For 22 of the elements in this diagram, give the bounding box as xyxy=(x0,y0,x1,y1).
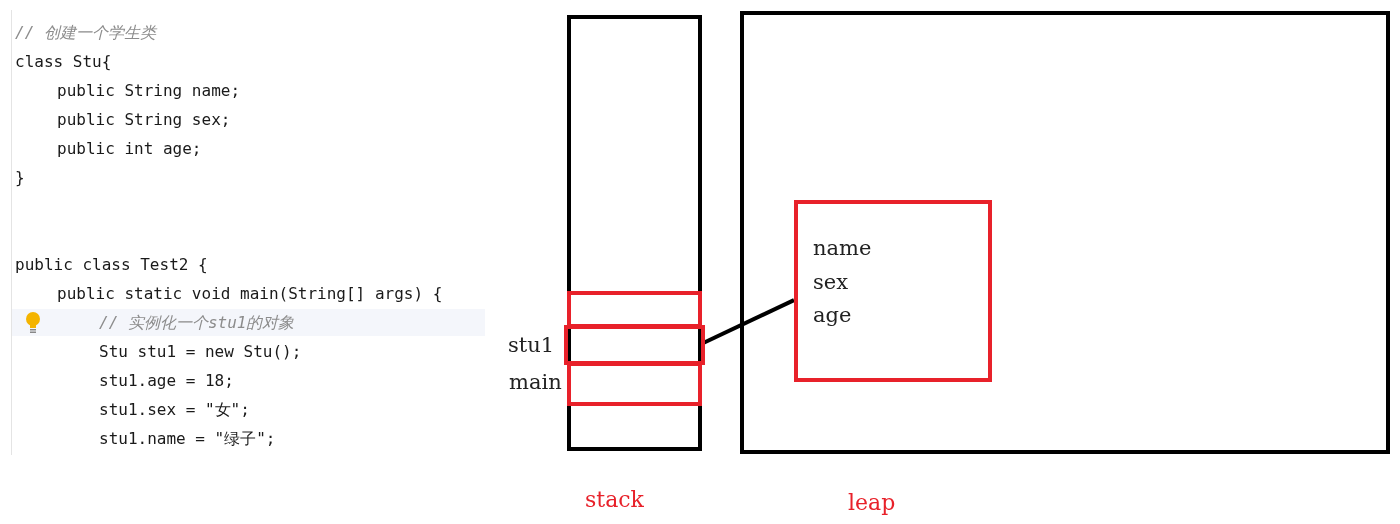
code-line: stu1.age = 18; xyxy=(99,371,234,391)
code-line: public int age; xyxy=(57,139,202,159)
code-line: public class Test2 { xyxy=(15,255,208,275)
code-line: stu1.sex = "女"; xyxy=(99,400,250,420)
code-line: } xyxy=(15,168,25,188)
stack-frame xyxy=(567,291,702,328)
caption-label: leap xyxy=(848,490,896,516)
code-line: class Stu{ xyxy=(15,52,112,72)
code-comment: // 创建一个学生类 xyxy=(15,23,156,43)
variable-label: stu1 xyxy=(508,333,555,357)
code-line: public String sex; xyxy=(57,110,231,130)
code-line: public String name; xyxy=(57,81,241,101)
caption-label: stack xyxy=(585,487,644,513)
code-comment: // 实例化一个stu1的对象 xyxy=(99,313,295,333)
variable-label: main xyxy=(509,370,562,394)
code-line: Stu stu1 = new Stu(); xyxy=(99,342,302,362)
field-name: name xyxy=(813,236,872,260)
code-line: stu1.name = "绿子"; xyxy=(99,429,276,449)
field-name: age xyxy=(813,303,852,327)
field-name: sex xyxy=(813,270,849,294)
object-box xyxy=(794,200,992,382)
code-line: public static void main(String[] args) { xyxy=(57,284,443,304)
